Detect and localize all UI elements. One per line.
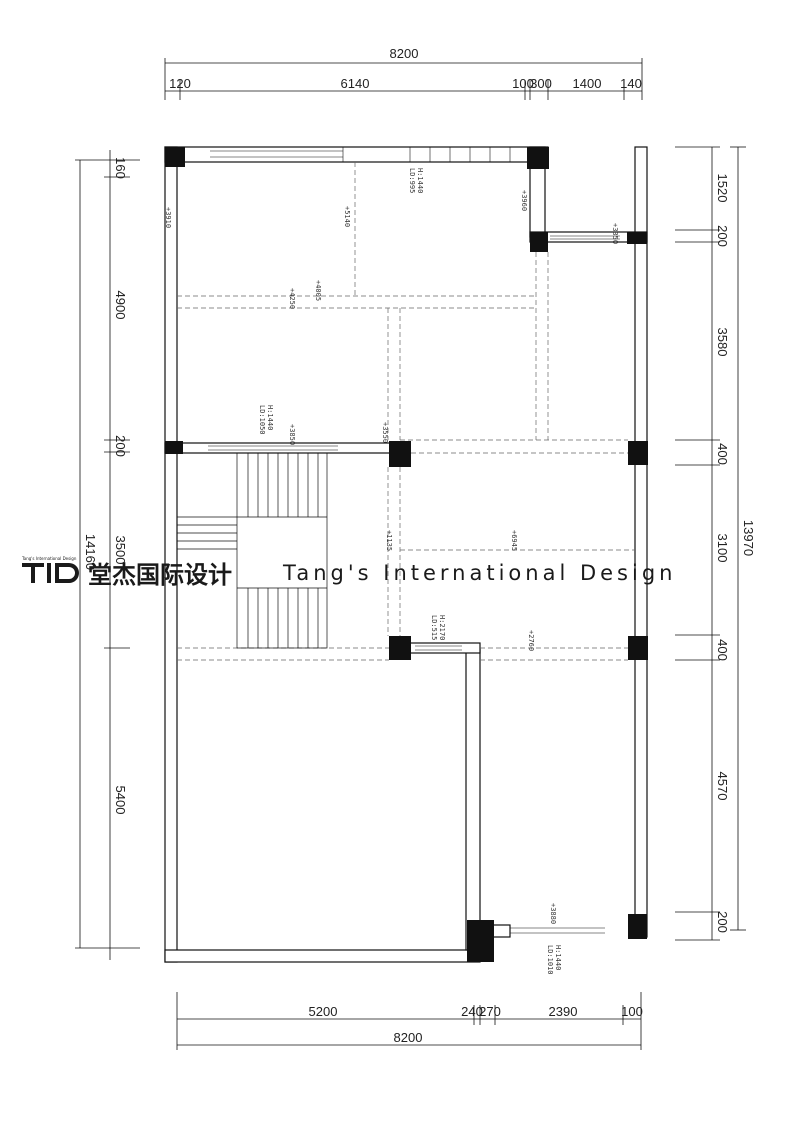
- dim-right-seg-5: 3100: [715, 534, 730, 563]
- dim-right-seg-2: 200: [715, 225, 730, 247]
- dim-right-seg-8: 200: [715, 911, 730, 933]
- level-mark: +3910: [164, 207, 172, 228]
- dim-bottom-seg-4: 2390: [549, 1004, 578, 1019]
- logo-mark-icon: [22, 563, 79, 583]
- dim-top-seg-5: 1400: [573, 76, 602, 91]
- level-mark: +4005: [314, 280, 322, 301]
- level-mark: +6945: [510, 530, 518, 551]
- window-bottom-height: H:1440: [554, 945, 562, 970]
- window-top-ld: LD:995: [408, 168, 416, 193]
- level-mark: +3960: [520, 190, 528, 211]
- dim-bottom-overall: 8200: [394, 1030, 423, 1045]
- level-mark: +3850: [288, 424, 296, 445]
- logo-small-text: Tang's International Design: [21, 556, 77, 561]
- dim-bottom-seg-3: 270: [479, 1004, 501, 1019]
- level-mark: +4250: [288, 288, 296, 309]
- window-mid-height: H:1440: [266, 405, 274, 430]
- dim-bottom-seg-1: 5200: [309, 1004, 338, 1019]
- window-bottom-ld: LD:1010: [546, 945, 554, 975]
- dim-right-seg-1: 1520: [715, 174, 730, 203]
- dim-right-seg-3: 3580: [715, 328, 730, 357]
- level-mark: +3350: [611, 223, 619, 244]
- level-mark: +2760: [527, 630, 535, 651]
- window-top-height: H:1440: [416, 168, 424, 193]
- dim-left-seg-4: 3500: [113, 536, 128, 565]
- dim-top-seg-3: 100: [512, 76, 534, 91]
- dim-top-seg-2: 6140: [341, 76, 370, 91]
- dim-left-seg-2: 4900: [113, 291, 128, 320]
- window-lower-height: H:2170: [438, 615, 446, 640]
- dim-right-seg-6: 400: [715, 639, 730, 661]
- dim-left-overall: 14160: [83, 534, 98, 570]
- dim-top-overall: 8200: [390, 46, 419, 61]
- dim-left-seg-1: 160: [113, 157, 128, 179]
- dim-bottom-seg-5: 100: [621, 1004, 643, 1019]
- dim-top-seg-6: 140: [620, 76, 642, 91]
- dim-bottom-seg-2: 240: [461, 1004, 483, 1019]
- level-mark: +3880: [549, 903, 557, 924]
- dim-right-seg-4: 400: [715, 443, 730, 465]
- dim-top-seg-1: 120: [169, 76, 191, 91]
- window-lower-ld: LD:515: [430, 615, 438, 640]
- window-mid-ld: LD:1050: [258, 405, 266, 435]
- level-mark: +1135: [385, 530, 393, 551]
- dim-right-seg-7: 4570: [715, 772, 730, 801]
- dim-top-seg-4: 300: [530, 76, 552, 91]
- dim-left-seg-5: 5400: [113, 786, 128, 815]
- logo-english-name: Tang's International Design: [282, 561, 676, 585]
- logo-chinese-name: 堂杰国际设计: [88, 561, 232, 589]
- dim-right-overall: 13970: [741, 520, 756, 556]
- level-mark: +3550: [381, 422, 389, 443]
- dim-left-seg-3: 200: [113, 435, 128, 457]
- level-mark: +5140: [343, 206, 351, 227]
